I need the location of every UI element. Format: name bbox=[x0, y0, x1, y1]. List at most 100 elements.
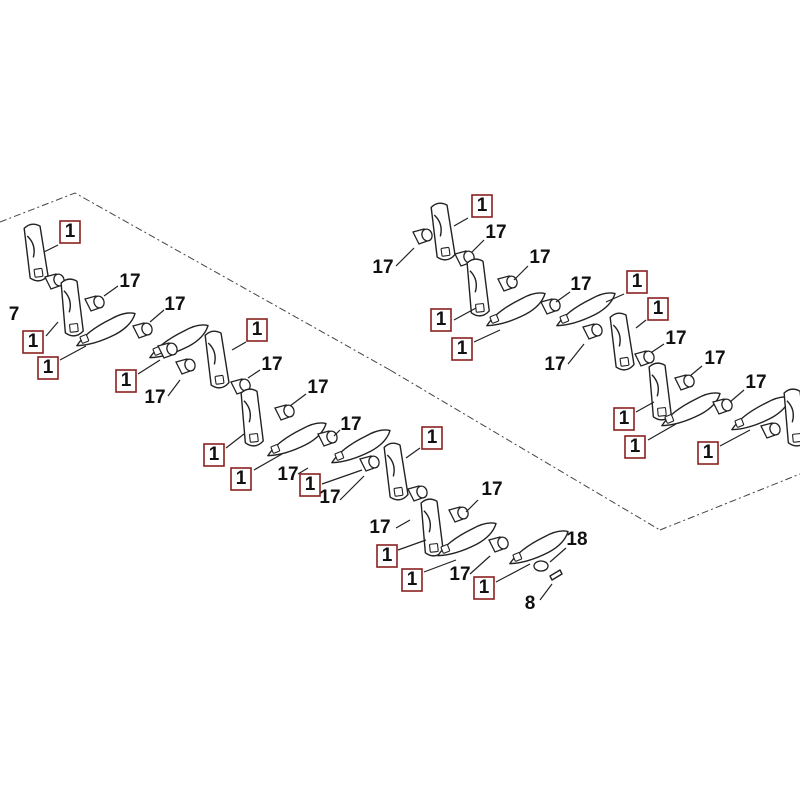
bushing bbox=[448, 506, 469, 523]
bushing-callout: 17 bbox=[164, 294, 185, 315]
blade-callout: 1 bbox=[376, 544, 398, 568]
bushing bbox=[634, 350, 655, 367]
callout-text: 1 bbox=[43, 357, 54, 378]
vertical-blade bbox=[648, 362, 672, 421]
bushing-callout: 17 bbox=[704, 348, 725, 369]
callout-text: 17 bbox=[544, 354, 565, 375]
callout-box bbox=[430, 308, 452, 332]
bushing bbox=[175, 358, 196, 375]
leader-line bbox=[59, 345, 87, 361]
leader-line bbox=[729, 389, 745, 403]
callout-text: 1 bbox=[209, 444, 220, 465]
vertical-blade bbox=[783, 388, 800, 447]
nut-callout: 18 bbox=[566, 529, 587, 550]
bushing bbox=[712, 398, 733, 415]
bushing-callout: 17 bbox=[485, 222, 506, 243]
leader-line bbox=[167, 379, 181, 397]
blade-callout: 1 bbox=[451, 337, 473, 361]
blade-callout: 1 bbox=[647, 297, 669, 321]
bushing bbox=[582, 323, 603, 340]
blade-callout: 1 bbox=[59, 220, 81, 244]
callout-text: 1 bbox=[436, 309, 447, 330]
callout-box bbox=[624, 435, 646, 459]
callout-text: 7 bbox=[9, 304, 20, 325]
callout-text: 1 bbox=[479, 577, 490, 598]
callout-box bbox=[230, 467, 252, 491]
bushing-callout: 17 bbox=[261, 354, 282, 375]
bushing bbox=[540, 298, 561, 315]
leader-line bbox=[471, 239, 485, 253]
edge-callout: 7 bbox=[9, 304, 20, 325]
bushing-callout: 17 bbox=[119, 271, 140, 292]
callout-text: 17 bbox=[485, 222, 506, 243]
leader-line bbox=[469, 555, 491, 575]
bushing bbox=[407, 485, 428, 502]
blade-callout: 1 bbox=[697, 441, 719, 465]
callout-text: 1 bbox=[653, 298, 664, 319]
leader-line bbox=[137, 359, 161, 375]
callout-text: 1 bbox=[703, 442, 714, 463]
blade-callout: 1 bbox=[421, 426, 443, 450]
parts-layer bbox=[23, 202, 800, 581]
leader-line bbox=[395, 519, 411, 529]
callout-box bbox=[401, 568, 423, 592]
leader-line bbox=[333, 429, 341, 437]
vertical-blade bbox=[60, 278, 84, 337]
blade-callout: 1 bbox=[37, 356, 59, 380]
callout-text: 17 bbox=[369, 517, 390, 538]
callout-text: 1 bbox=[457, 338, 468, 359]
callout-box bbox=[376, 544, 398, 568]
leader-line bbox=[339, 475, 365, 501]
callout-text: 17 bbox=[144, 387, 165, 408]
callout-box bbox=[22, 330, 44, 354]
curved-blade bbox=[149, 324, 209, 359]
curved-blade bbox=[486, 292, 546, 327]
bushing bbox=[157, 342, 178, 359]
leader-line bbox=[555, 291, 571, 303]
blade-callout: 1 bbox=[401, 568, 423, 592]
bushing-callout: 17 bbox=[665, 328, 686, 349]
callout-box bbox=[647, 297, 669, 321]
leader-line bbox=[247, 369, 261, 379]
leader-line bbox=[567, 343, 585, 365]
vertical-blade bbox=[420, 498, 444, 557]
callout-text: 17 bbox=[704, 348, 725, 369]
bushing-callout: 17 bbox=[544, 354, 565, 375]
blade-callout: 1 bbox=[471, 194, 493, 218]
blade-callout: 1 bbox=[203, 443, 225, 467]
leader-line bbox=[539, 583, 553, 601]
callout-box bbox=[246, 318, 268, 342]
callout-text: 17 bbox=[570, 274, 591, 295]
vertical-blade bbox=[609, 312, 635, 371]
vertical-blade bbox=[430, 202, 456, 261]
callout-text: 1 bbox=[619, 408, 630, 429]
leader-line bbox=[549, 547, 567, 563]
curved-blade bbox=[267, 422, 327, 457]
callout-text: 1 bbox=[630, 436, 641, 457]
vertical-blade bbox=[466, 258, 490, 317]
leader-line bbox=[635, 401, 655, 413]
leader-line bbox=[495, 563, 531, 583]
vertical-blade bbox=[240, 388, 264, 447]
bushing-callout: 17 bbox=[319, 487, 340, 508]
bushing-callout: 17 bbox=[372, 257, 393, 278]
bushing bbox=[274, 404, 295, 421]
leader-line bbox=[689, 365, 703, 377]
bushing bbox=[488, 536, 509, 553]
callout-box bbox=[421, 426, 443, 450]
bushing bbox=[760, 422, 781, 439]
leader-line bbox=[297, 467, 309, 475]
leader-line bbox=[253, 453, 283, 471]
leader-line bbox=[397, 539, 427, 551]
callout-text: 17 bbox=[319, 487, 340, 508]
callout-box bbox=[697, 441, 719, 465]
callout-text: 1 bbox=[477, 195, 488, 216]
bushing bbox=[317, 430, 338, 447]
leader-line bbox=[423, 559, 457, 573]
bushing bbox=[674, 374, 695, 391]
callout-box bbox=[299, 473, 321, 497]
blade-callout: 1 bbox=[115, 369, 137, 393]
bushing-callout: 17 bbox=[449, 564, 470, 585]
vertical-blade bbox=[383, 442, 409, 501]
